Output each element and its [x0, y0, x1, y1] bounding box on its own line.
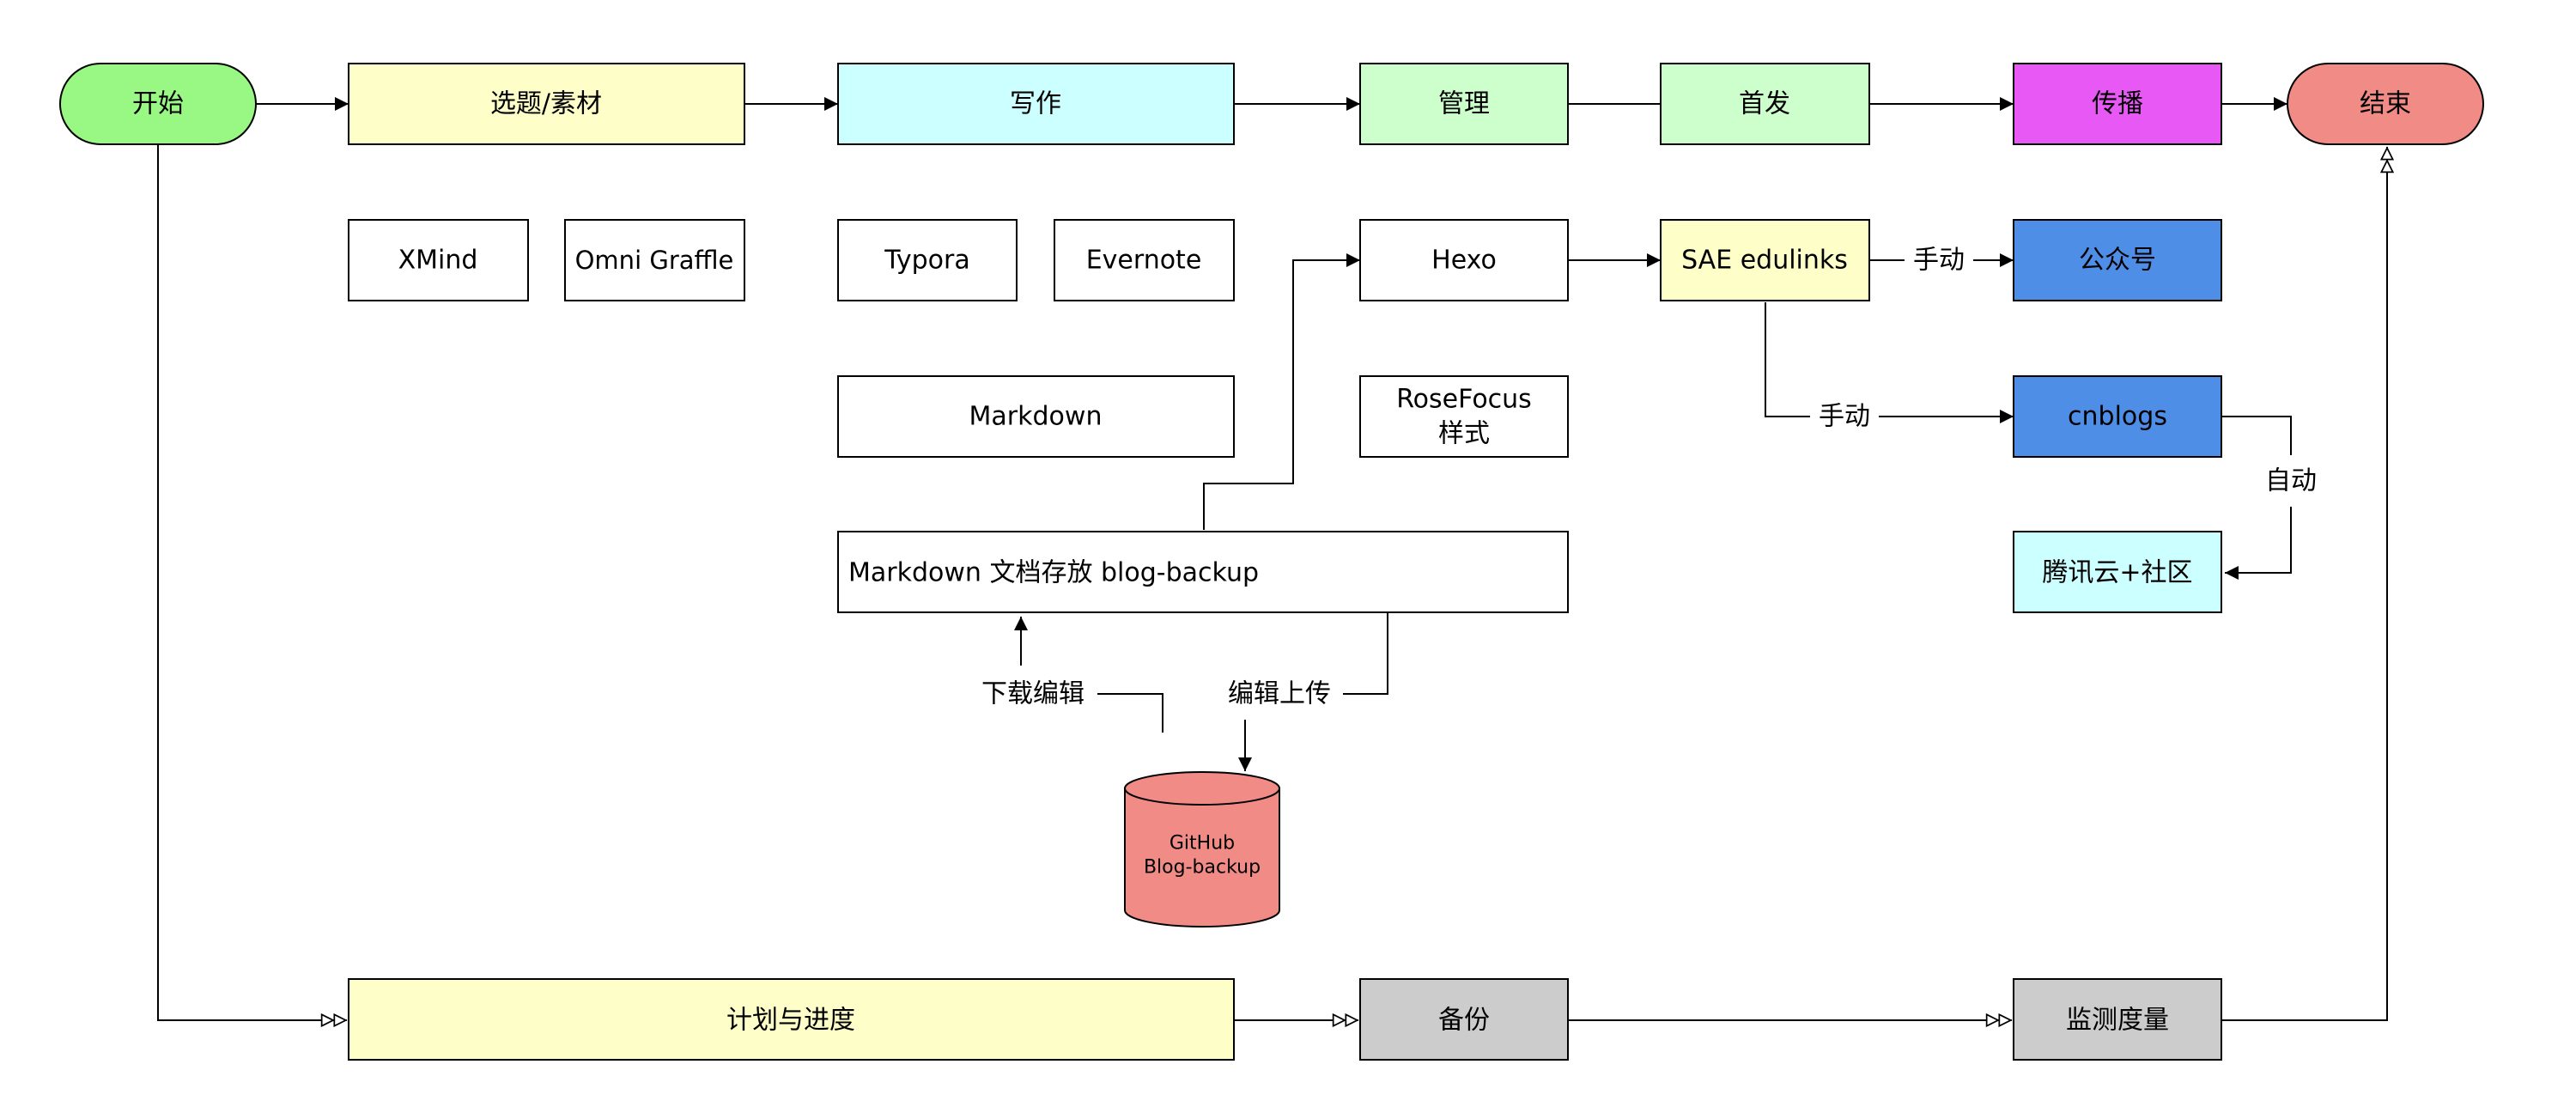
hexo-label: Hexo — [1431, 246, 1497, 276]
write-box — [837, 63, 1235, 145]
edge-label-download-edit: 下载编辑 — [981, 679, 1084, 709]
start-label: 开始 — [132, 89, 184, 119]
edge-label-manual-wechat: 手动 — [1913, 246, 1965, 276]
wechat-box — [2013, 219, 2222, 301]
edge-github-download — [1097, 693, 1163, 733]
edge-label-manual-cnblogs: 手动 — [1819, 402, 1870, 432]
backup-box — [1359, 978, 1569, 1061]
evernote-label: Evernote — [1086, 246, 1202, 276]
end-label: 结束 — [2360, 89, 2411, 119]
start-terminal — [59, 63, 257, 145]
plan-label: 计划与进度 — [726, 1006, 855, 1036]
xmind-label: XMind — [398, 246, 478, 276]
spread-label: 传播 — [2092, 89, 2143, 119]
xmind-box — [348, 219, 529, 301]
omnigraffle-box — [564, 219, 745, 301]
github-cylinder — [1124, 771, 1280, 928]
typora-box — [837, 219, 1018, 301]
node-labels: 开始 选题/素材 写作 管理 首发 传播 结束 XMind Omni Graff… — [132, 89, 2411, 1036]
backup-label: 备份 — [1438, 1006, 1490, 1036]
cnblogs-box — [2013, 375, 2222, 458]
nodes — [59, 63, 2484, 1061]
edge-backup-hexo — [1203, 253, 1360, 530]
edge-backup-upload — [1343, 612, 1388, 695]
edges — [157, 97, 2387, 1021]
typora-label: Typora — [884, 246, 970, 276]
end-terminal — [2287, 63, 2484, 145]
edge-label-auto: 自动 — [2265, 466, 2317, 496]
edge-auto-tencent — [2225, 507, 2292, 580]
manage-label: 管理 — [1438, 89, 1490, 119]
publish-box — [1660, 63, 1870, 145]
github-cylinder-body — [1124, 788, 1280, 928]
tencent-label: 腾讯云+社区 — [2042, 558, 2192, 588]
plan-box — [348, 978, 1235, 1061]
blog-backup-label: Markdown 文档存放 blog-backup — [848, 558, 1259, 588]
markdown-label: Markdown — [969, 402, 1103, 432]
topic-box — [348, 63, 745, 145]
cnblogs-label: cnblogs — [2068, 402, 2167, 432]
monitor-box — [2013, 978, 2222, 1061]
blog-backup-box — [837, 531, 1569, 613]
edge-monitor-end — [2221, 147, 2387, 1021]
edge-sae-label-cnblogs — [1765, 302, 1810, 417]
sae-box — [1660, 219, 1870, 301]
edge-start-plan — [157, 144, 347, 1020]
evernote-box — [1054, 219, 1235, 301]
write-label: 写作 — [1010, 89, 1061, 119]
edge-label-edit-upload: 编辑上传 — [1228, 679, 1331, 709]
manage-box — [1359, 63, 1569, 145]
sae-label: SAE edulinks — [1681, 246, 1848, 276]
spread-box — [2013, 63, 2222, 145]
hexo-box — [1359, 219, 1569, 301]
github-label-line2: Blog-backup — [1144, 857, 1261, 879]
edge-cnblogs-auto — [2221, 416, 2292, 455]
publish-label: 首发 — [1739, 89, 1790, 119]
rosefocus-label-line1: RoseFocus — [1396, 385, 1532, 415]
github-label-line1: GitHub — [1170, 833, 1235, 855]
monitor-label: 监测度量 — [2066, 1006, 2169, 1036]
tencent-box — [2013, 531, 2222, 613]
edge-labels: 手动 手动 自动 下载编辑 编辑上传 — [981, 246, 2317, 709]
markdown-box — [837, 375, 1235, 458]
github-cylinder-top — [1124, 771, 1280, 806]
topic-label: 选题/素材 — [490, 89, 602, 119]
omnigraffle-label: Omni Graffle — [575, 246, 734, 275]
wechat-label: 公众号 — [2079, 246, 2156, 276]
rosefocus-label-line2: 样式 — [1438, 419, 1490, 449]
rosefocus-box — [1359, 375, 1569, 458]
